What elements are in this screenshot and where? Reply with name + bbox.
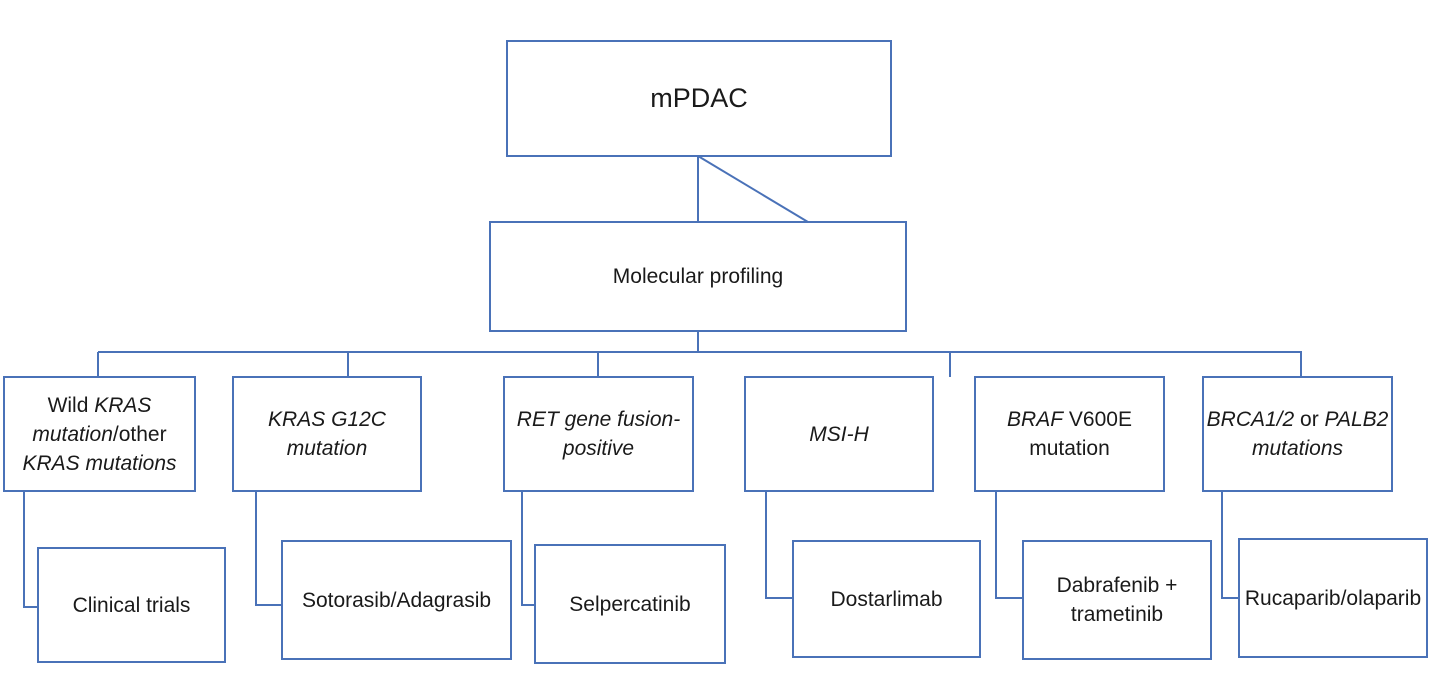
category-text: BRCA1/2	[1206, 408, 1295, 431]
category-box-4: MSI-H	[744, 376, 934, 492]
category-label: RET gene fusion- positive	[517, 405, 680, 463]
category-text: KRAS	[94, 393, 152, 417]
treatment-text: Sotorasib/Adagrasib	[301, 588, 492, 612]
category-text: positive	[562, 437, 635, 460]
root-label: mPDAC	[650, 83, 748, 113]
treatment-text: Dostarlimab	[830, 587, 943, 611]
elbow-3	[521, 492, 535, 606]
category-text: mutations	[1251, 437, 1344, 460]
treatment-text: trametinib	[1070, 603, 1164, 626]
category-text: BRAF	[1007, 408, 1064, 431]
treatment-text: Rucaparib/olaparib	[1244, 586, 1422, 610]
elbow-6	[1221, 492, 1239, 599]
treatment-box-2: Sotorasib/Adagrasib	[281, 540, 512, 660]
category-text: KRAS mutations	[22, 451, 177, 475]
category-text: /other	[112, 422, 167, 446]
treatment-text: Clinical trials	[72, 593, 191, 617]
category-box-6: BRCA1/2 or PALB2 mutations	[1202, 376, 1393, 492]
root-box-mpdac: mPDAC	[506, 40, 892, 157]
category-label: BRAF V600E mutation	[1007, 405, 1132, 463]
treatment-label: Sotorasib/Adagrasib	[302, 586, 491, 615]
elbow-4	[765, 492, 793, 599]
molecular-profiling-box: Molecular profiling	[489, 221, 907, 332]
treatment-label: Selpercatinib	[569, 590, 690, 619]
category-text: mutation	[32, 422, 113, 446]
elbow-1	[23, 492, 38, 608]
category-box-2: KRAS G12C mutation	[232, 376, 422, 492]
treatment-box-6: Rucaparib/olaparib	[1238, 538, 1428, 658]
category-box-1: Wild KRAS mutation/other KRAS mutations	[3, 376, 196, 492]
category-text: MSI-H	[809, 422, 869, 446]
treatment-label: Dabrafenib + trametinib	[1057, 571, 1178, 629]
category-text: RET gene fusion-	[516, 408, 681, 431]
profiling-label: Molecular profiling	[612, 265, 784, 288]
treatment-label: Rucaparib/olaparib	[1245, 584, 1421, 613]
treatment-box-5: Dabrafenib + trametinib	[1022, 540, 1212, 660]
treatment-box-3: Selpercatinib	[534, 544, 726, 664]
treatment-label: Clinical trials	[73, 591, 191, 620]
treatment-box-1: Clinical trials	[37, 547, 226, 663]
category-text: PALB2	[1324, 408, 1389, 431]
treatment-text: Selpercatinib	[569, 592, 691, 616]
elbow-5	[995, 492, 1023, 599]
category-text: mutation	[286, 437, 368, 460]
category-text: Wild	[47, 393, 95, 417]
category-label: Wild KRAS mutation/other KRAS mutations	[22, 391, 176, 478]
category-label: MSI-H	[809, 420, 869, 449]
root-connector	[697, 155, 812, 223]
category-text: KRAS G12C	[268, 408, 386, 431]
category-box-3: RET gene fusion- positive	[503, 376, 694, 492]
category-label: BRCA1/2 or PALB2 mutations	[1207, 405, 1389, 463]
category-box-5: BRAF V600E mutation	[974, 376, 1165, 492]
treatment-text: Dabrafenib +	[1056, 574, 1178, 597]
treatment-label: Dostarlimab	[830, 585, 942, 614]
treatment-box-4: Dostarlimab	[792, 540, 981, 658]
elbow-2	[255, 492, 282, 606]
category-text: or	[1294, 408, 1325, 431]
category-label: KRAS G12C mutation	[268, 405, 386, 463]
category-text: V600E	[1063, 408, 1132, 431]
category-text: mutation	[1029, 437, 1110, 460]
